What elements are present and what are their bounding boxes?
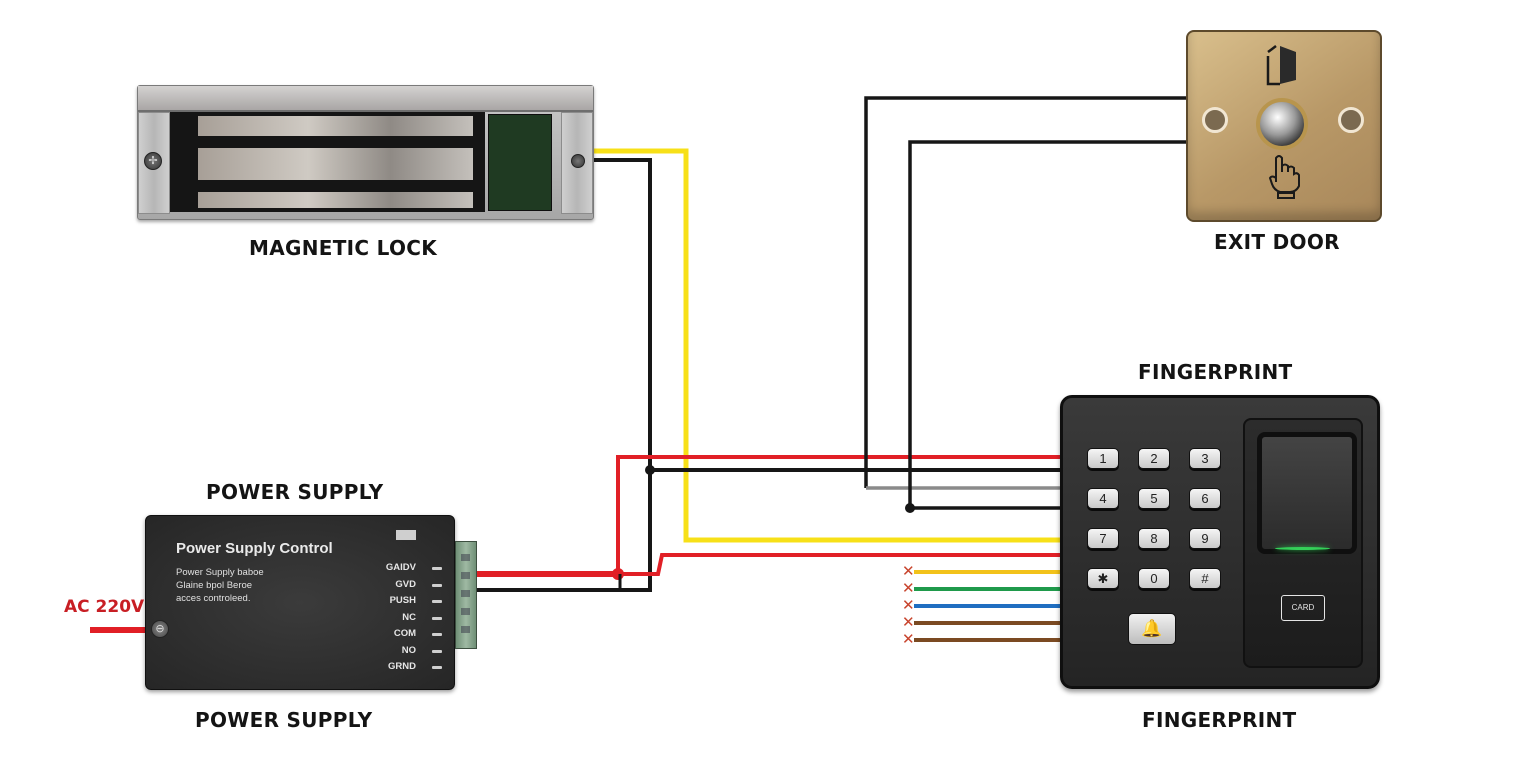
terminal-block: [455, 541, 477, 649]
fingerprint-sensor[interactable]: [1257, 432, 1357, 554]
card-reader-area[interactable]: CARD: [1281, 595, 1325, 621]
terminal-indicator: [432, 616, 442, 620]
exit-door-button-plate: [1186, 30, 1382, 222]
terminal-label: NO: [401, 644, 416, 656]
ac-input-label: AC 220V: [64, 597, 145, 617]
exit-push-button[interactable]: [1256, 98, 1308, 150]
magnetic-lock-label: MAGNETIC LOCK: [249, 236, 438, 260]
maglock-circuit-board: [488, 114, 552, 211]
screw-icon: ⊖: [151, 620, 169, 638]
keypad-key[interactable]: 9: [1189, 528, 1221, 549]
power-supply-label-top: POWER SUPPLY: [206, 480, 384, 504]
mount-hole: [1338, 107, 1364, 133]
terminal-indicator: [432, 649, 442, 653]
terminal-indicator: [432, 583, 442, 587]
wire-exit-black-2: [908, 140, 1188, 510]
maglock-top-rail: [138, 86, 593, 112]
keypad-key[interactable]: 4: [1087, 488, 1119, 509]
terminal-slot: [461, 554, 470, 561]
keypad-key[interactable]: 6: [1189, 488, 1221, 509]
terminal-label: PUSH: [389, 595, 416, 606]
power-supply-description: Power Supply baboe Glaine bpol Beroe acc…: [176, 567, 264, 604]
fingerprint-label-bottom: FINGERPRINT: [1142, 708, 1297, 732]
maglock-plate: [198, 116, 473, 136]
keypad-key[interactable]: 2: [1138, 448, 1170, 469]
terminal-label: GRND: [388, 661, 416, 672]
keypad-key[interactable]: 0: [1138, 568, 1170, 589]
cut-wire-icon: ✕: [902, 630, 915, 648]
terminal-label: COM: [393, 628, 416, 639]
wire-maglock-yellow: [520, 148, 1062, 543]
door-open-icon: [1266, 45, 1296, 86]
maglock-plate: [198, 192, 473, 208]
terminal-label: GAIDV: [385, 562, 416, 573]
power-supply-panel-title: Power Supply Control: [176, 540, 333, 557]
scanner-panel: CARD: [1243, 418, 1363, 668]
junction-vplus: [612, 568, 624, 580]
keypad-key[interactable]: 7: [1087, 528, 1119, 549]
power-supply-unit: Power Supply Control Power Supply baboe …: [145, 515, 455, 690]
terminal-indicator: [432, 633, 442, 636]
wire-maglock-black: [462, 158, 652, 592]
screw-icon: ✢: [144, 152, 162, 170]
wire-red-to-reader-lower: [618, 553, 1062, 576]
keypad-key[interactable]: 5: [1138, 488, 1170, 509]
power-supply-label-bottom: POWER SUPPLY: [195, 708, 373, 732]
mount-hole: [1202, 107, 1228, 133]
terminal-indicator: [432, 600, 442, 603]
maglock-endcap-left: [138, 112, 170, 214]
junction-exit: [905, 503, 915, 513]
keypad-key[interactable]: 1: [1087, 448, 1119, 469]
terminal-slot: [461, 608, 470, 615]
terminal-indicator: [432, 666, 442, 669]
keypad-key[interactable]: ✱: [1087, 568, 1119, 589]
maglock-coil: [170, 112, 485, 212]
doorbell-key[interactable]: 🔔: [1128, 613, 1176, 645]
fingerprint-label-top: FINGERPRINT: [1138, 360, 1293, 384]
card-icon-label: CARD: [1291, 603, 1315, 612]
cut-wire-icon: ✕: [902, 579, 915, 597]
junction-gnd: [645, 465, 655, 475]
terminal-slot: [461, 626, 470, 633]
terminal-indicator: [432, 567, 442, 570]
keypad-key[interactable]: 8: [1138, 528, 1170, 549]
wire-exit-black-1: [864, 96, 1188, 488]
bell-icon: 🔔: [1141, 619, 1163, 639]
cut-wire-icon: ✕: [902, 562, 915, 580]
terminal-slot: [461, 572, 470, 579]
wire-red-to-reader-top: [616, 455, 1062, 574]
cable-grommet-icon: [571, 154, 585, 168]
brand-logo-icon: [396, 530, 416, 540]
cut-wire-icon: ✕: [902, 596, 915, 614]
exit-door-label: EXIT DOOR: [1214, 230, 1340, 254]
terminal-label: NC: [402, 611, 416, 623]
terminal-slot: [461, 590, 470, 597]
cut-wire-icon: ✕: [902, 613, 915, 631]
sensor-status-led: [1275, 547, 1330, 550]
keypad-key[interactable]: #: [1189, 568, 1221, 589]
keypad-key[interactable]: 3: [1189, 448, 1221, 469]
magnetic-lock: ✢: [137, 85, 594, 220]
hand-press-icon: [1268, 155, 1300, 199]
unused-leads: [914, 570, 1062, 642]
maglock-plate: [198, 148, 473, 180]
terminal-label: GVD: [395, 578, 416, 590]
